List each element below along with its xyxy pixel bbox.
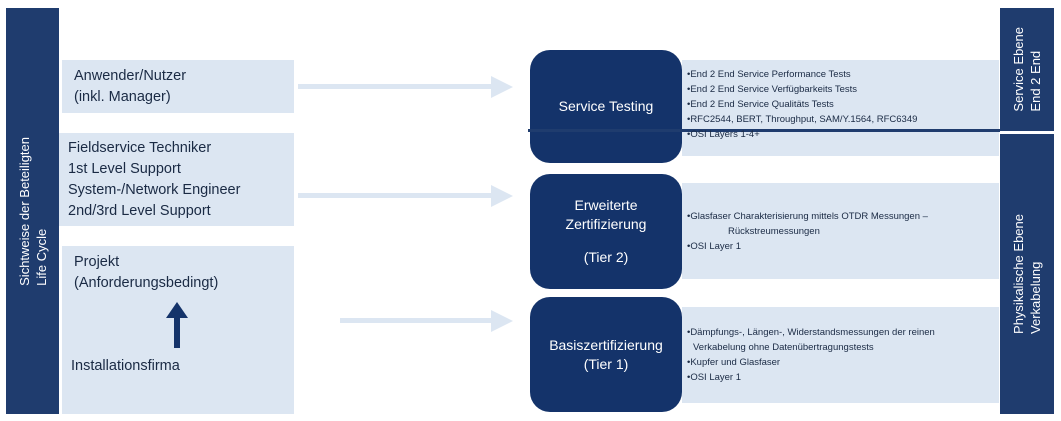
arrow-right-icon [298, 185, 513, 207]
life-cycle-label-line2: Life Cycle [33, 228, 49, 286]
arrow-up-icon [166, 302, 188, 348]
tier2-bullet-1: •Glasfaser Charakterisierung mittels OTD… [687, 211, 928, 222]
service-roles-line3: System-/Network Engineer [68, 182, 241, 198]
service-roles-box: Fieldservice Techniker 1st Level Support… [59, 133, 294, 226]
project-box-installer: Installationsfirma [71, 358, 180, 374]
service-panel [682, 60, 999, 156]
project-box-line2: (Anforderungsbedingt) [74, 275, 219, 291]
service-roles-line4: 2nd/3rd Level Support [68, 203, 211, 219]
service-level-bar: Service Ebene End 2 End [1000, 8, 1054, 131]
arrow-right-icon [298, 76, 513, 98]
tier1-bullet-2: •Kupfer und Glasfaser [687, 357, 781, 368]
service-bullet-1: •End 2 End Service Performance Tests [687, 69, 851, 80]
service-bullet-5: •OSI Layers 1-4+ [687, 129, 760, 140]
service-bullets: •End 2 End Service Performance Tests •En… [687, 67, 917, 142]
life-cycle-bar: Sichtweise der Beteiligten Life Cycle [6, 8, 59, 414]
tier2-label-line3: (Tier 2) [583, 249, 629, 265]
user-box-line2: (inkl. Manager) [74, 89, 171, 105]
tier1-bullets: •Dämpfungs-, Längen-, Widerstandsmessung… [687, 325, 935, 385]
arrow-right-icon [340, 310, 513, 332]
tier1-panel [682, 307, 999, 403]
tier2-bullets: •Glasfaser Charakterisierung mittels OTD… [687, 209, 928, 254]
service-bullet-3: •End 2 End Service Qualitäts Tests [687, 99, 834, 110]
tier2-pill: Erweiterte Zertifizierung (Tier 2) [530, 174, 682, 289]
project-box-line1: Projekt [74, 254, 120, 270]
physical-level-label: Physikalische Ebene Verkabelung [1010, 214, 1044, 334]
tier1-bullet-1: •Dämpfungs-, Längen-, Widerstandsmessung… [687, 327, 935, 338]
service-bullet-2: •End 2 End Service Verfügbarkeits Tests [687, 84, 858, 95]
physical-level-bar: Physikalische Ebene Verkabelung [1000, 134, 1054, 414]
tier1-label-line1: Basiszertifizierung [549, 336, 663, 353]
tier1-bullet-1-cont: Verkabelung ohne Datenübertragungstests [693, 342, 874, 353]
tier2-label-line1: Erweiterte [574, 197, 638, 213]
tier2-panel [682, 183, 999, 279]
tier2-label-line2: Zertifizierung [565, 216, 647, 232]
service-level-line2: End 2 End [1028, 51, 1043, 112]
project-box: Projekt (Anforderungsbedingt) Installati… [62, 246, 294, 414]
service-roles-line1: Fieldservice Techniker [68, 140, 212, 156]
physical-level-line1: Physikalische Ebene [1011, 214, 1026, 334]
tier2-bullet-1-cont: Rückstreumessungen [728, 226, 820, 237]
tier1-pill: Basiszertifizierung (Tier 1) [530, 297, 682, 412]
service-testing-label: Service Testing [558, 98, 654, 114]
service-testing-pill: Service Testing [530, 50, 682, 163]
level-divider [528, 129, 1000, 132]
service-level-label: Service Ebene End 2 End [1010, 27, 1044, 112]
service-bullet-4: •RFC2544, BERT, Throughput, SAM/Y.1564, … [687, 114, 918, 125]
service-level-line1: Service Ebene [1011, 27, 1026, 112]
life-cycle-label-line1: Sichtweise der Beteiligten [16, 136, 32, 286]
life-cycle-label: Sichtweise der Beteiligten Life Cycle [16, 137, 50, 286]
tier1-bullet-3: •OSI Layer 1 [687, 372, 742, 383]
tier2-bullet-2: •OSI Layer 1 [687, 241, 742, 252]
physical-level-line2: Verkabelung [1028, 261, 1043, 334]
user-box-line1: Anwender/Nutzer [74, 68, 187, 84]
user-box: Anwender/Nutzer (inkl. Manager) [62, 60, 294, 113]
service-roles-line2: 1st Level Support [68, 161, 181, 177]
tier1-label-line2: (Tier 1) [583, 355, 629, 372]
